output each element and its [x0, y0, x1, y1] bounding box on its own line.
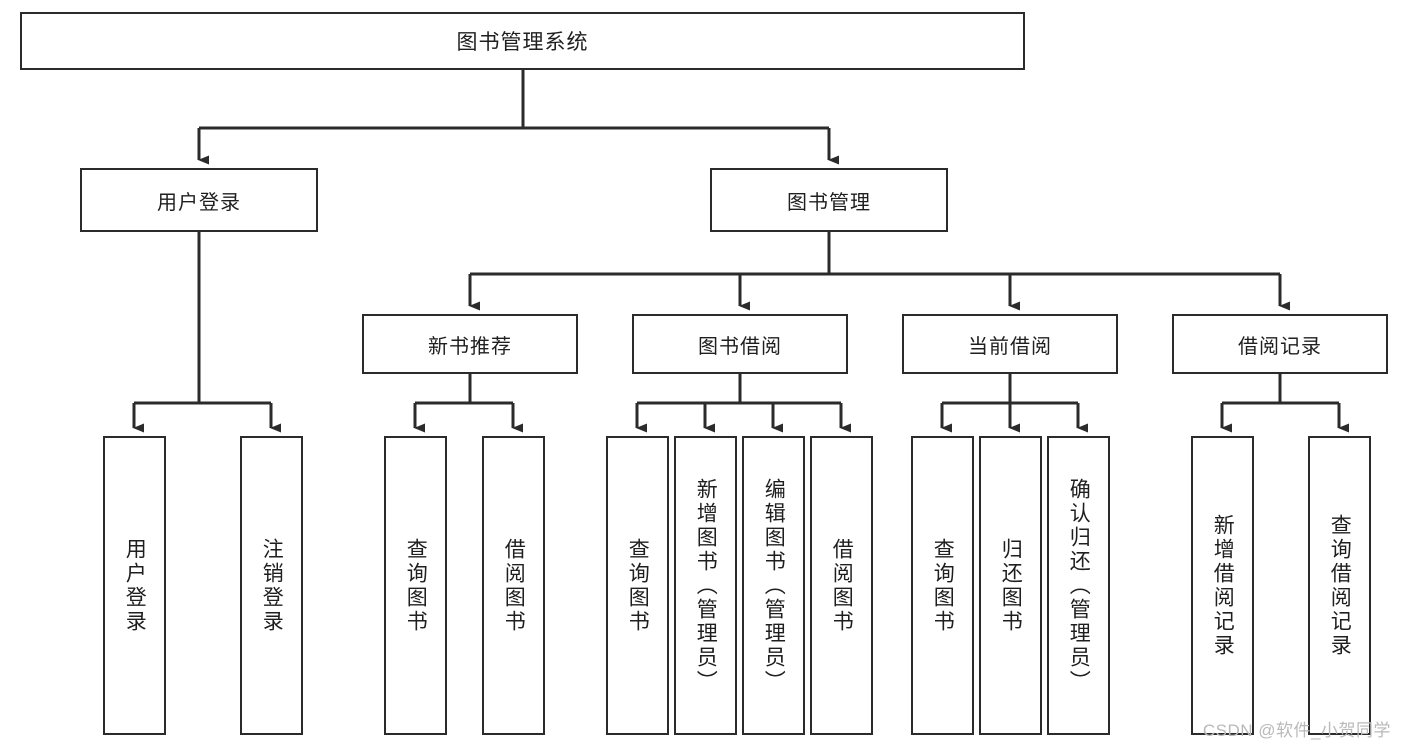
node-label: 新增图书（管理员） [694, 477, 718, 694]
node-label: 编辑图书（管理员） [762, 477, 786, 694]
node-current-borrow[interactable]: 当前借阅 [902, 314, 1118, 374]
node-borrow-record[interactable]: 借阅记录 [1172, 314, 1388, 374]
node-label: 注销登录 [260, 537, 284, 634]
leaf-borrow-book-1[interactable]: 借阅图书 [482, 436, 545, 735]
node-label: 归还图书 [999, 537, 1023, 634]
node-label: 用户登录 [157, 191, 241, 214]
leaf-confirm-return[interactable]: 确认归还（管理员） [1047, 436, 1110, 735]
node-label: 图书借阅 [698, 335, 782, 358]
leaf-return-book[interactable]: 归还图书 [979, 436, 1042, 735]
node-label: 新书推荐 [428, 335, 512, 358]
node-label: 当前借阅 [968, 335, 1052, 358]
leaf-user-logout[interactable]: 注销登录 [240, 436, 303, 735]
leaf-query-book-1[interactable]: 查询图书 [384, 436, 447, 735]
node-user-login[interactable]: 用户登录 [80, 168, 318, 232]
node-book-borrow[interactable]: 图书借阅 [632, 314, 848, 374]
node-label: 图书管理 [787, 191, 871, 214]
node-new-book-recommend[interactable]: 新书推荐 [362, 314, 578, 374]
leaf-edit-book[interactable]: 编辑图书（管理员） [742, 436, 805, 735]
node-label: 确认归还（管理员） [1067, 477, 1091, 694]
node-label: 查询借阅记录 [1328, 513, 1352, 658]
node-root-system[interactable]: 图书管理系统 [20, 12, 1025, 70]
node-label: 新增借阅记录 [1211, 513, 1235, 658]
leaf-query-book-2[interactable]: 查询图书 [606, 436, 669, 735]
node-label: 查询图书 [626, 537, 650, 634]
node-label: 用户登录 [123, 537, 147, 634]
leaf-add-record[interactable]: 新增借阅记录 [1191, 436, 1254, 735]
leaf-query-book-3[interactable]: 查询图书 [911, 436, 974, 735]
node-label: 查询图书 [931, 537, 955, 634]
leaf-user-login[interactable]: 用户登录 [103, 436, 166, 735]
watermark: CSDN @软件_小贺同学 [1202, 721, 1391, 740]
node-label: 借阅图书 [502, 537, 526, 634]
leaf-add-book[interactable]: 新增图书（管理员） [674, 436, 737, 735]
node-book-manage[interactable]: 图书管理 [710, 168, 948, 232]
leaf-borrow-book-2[interactable]: 借阅图书 [810, 436, 873, 735]
node-label: 图书管理系统 [456, 31, 589, 54]
node-label: 借阅图书 [830, 537, 854, 634]
leaf-query-record[interactable]: 查询借阅记录 [1308, 436, 1371, 735]
node-label: 借阅记录 [1238, 335, 1322, 358]
node-label: 查询图书 [404, 537, 428, 634]
